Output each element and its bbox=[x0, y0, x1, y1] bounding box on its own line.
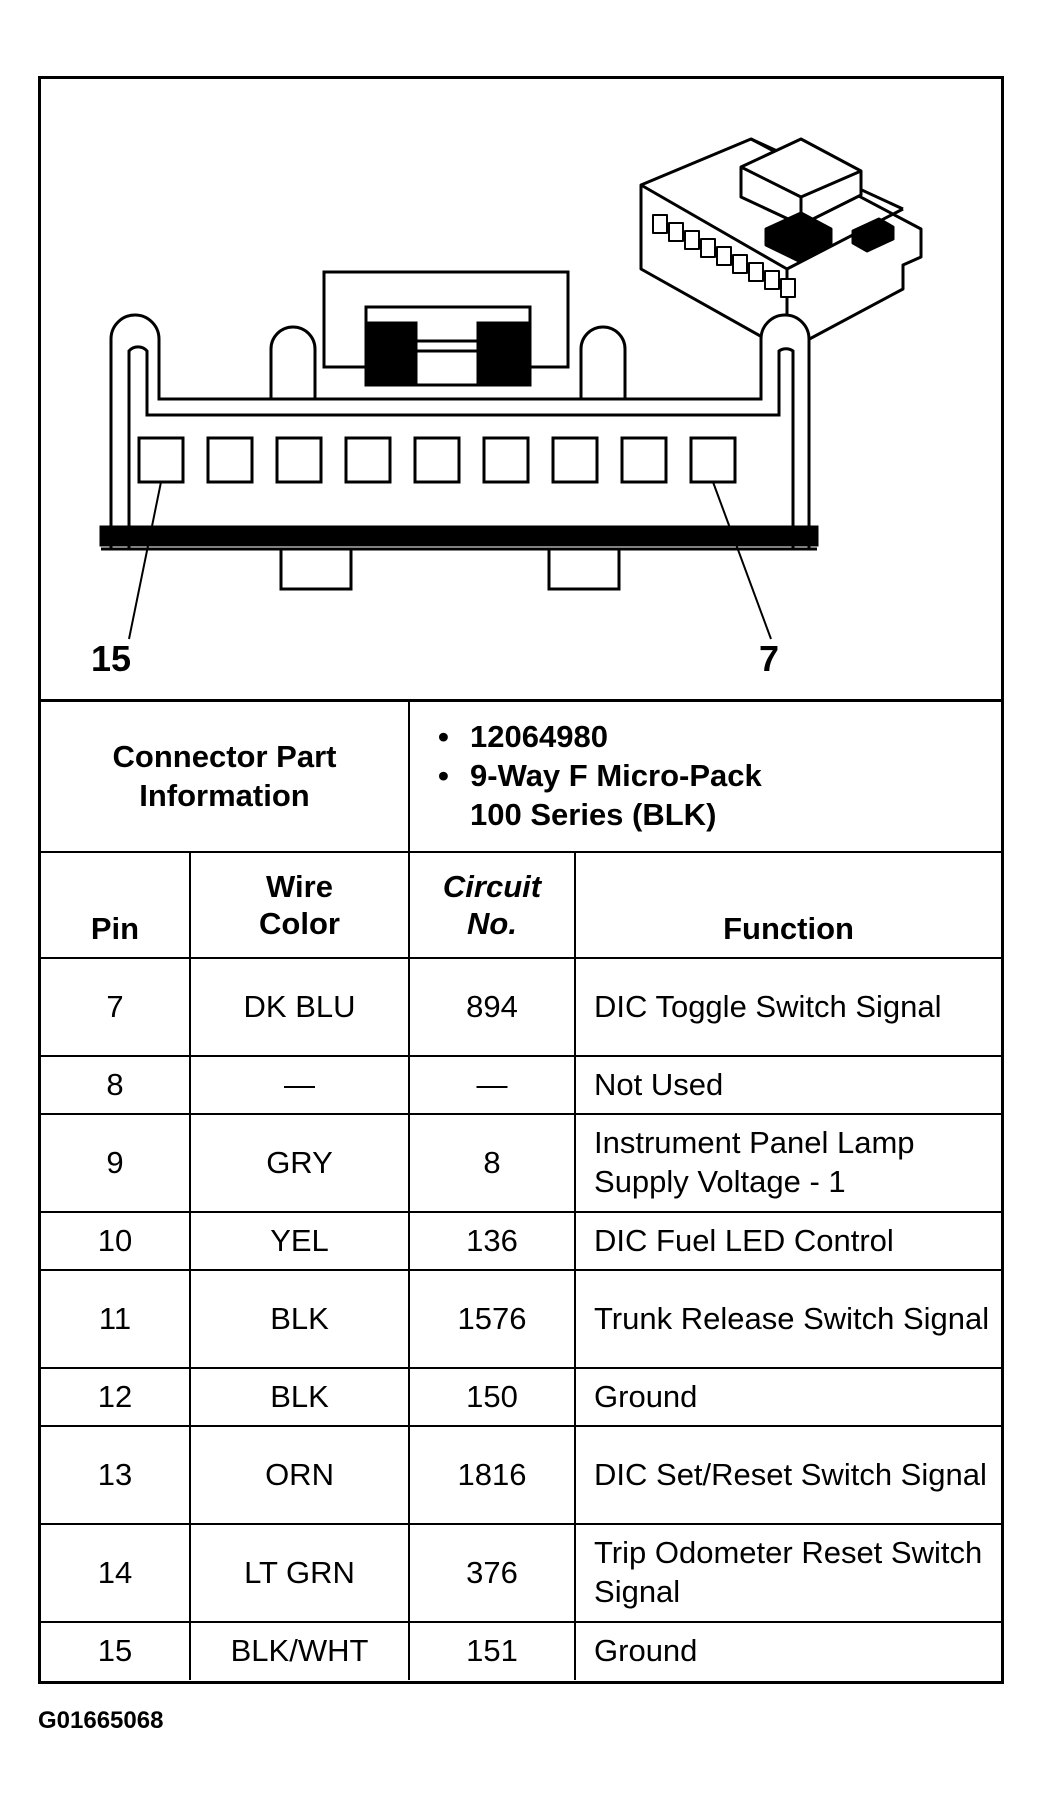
cell-pin: 8 bbox=[41, 1055, 191, 1115]
table-row: 14 LT GRN 376 Trip Odometer Reset Switch… bbox=[41, 1523, 1002, 1623]
table-row: 12 BLK 150 Ground bbox=[41, 1367, 1002, 1427]
cell-function: DIC Set/Reset Switch Signal bbox=[574, 1425, 1002, 1525]
cell-pin: 13 bbox=[41, 1425, 191, 1525]
cell-wire-color: BLK/WHT bbox=[188, 1621, 411, 1680]
cell-circuit: 136 bbox=[408, 1211, 577, 1271]
cell-function: DIC Toggle Switch Signal bbox=[574, 957, 1002, 1057]
connector-drawing bbox=[99, 137, 923, 640]
cell-wire-color: BLK bbox=[188, 1367, 411, 1427]
cell-circuit: 1816 bbox=[408, 1425, 577, 1525]
cell-wire-color: YEL bbox=[188, 1211, 411, 1271]
cell-circuit: 8 bbox=[408, 1113, 577, 1213]
table-row: 15 BLK/WHT 151 Ground bbox=[41, 1621, 1002, 1680]
connector-info-row: Connector Part Information •12064980 •9-… bbox=[41, 699, 1002, 853]
header-function: Function bbox=[574, 851, 1002, 959]
cell-function: Ground bbox=[574, 1367, 1002, 1427]
cell-circuit: 894 bbox=[408, 957, 577, 1057]
cell-function: Ground bbox=[574, 1621, 1002, 1680]
info-item: 100 Series (BLK) bbox=[470, 796, 717, 832]
cell-pin: 15 bbox=[41, 1621, 191, 1680]
table-row: 8 — — Not Used bbox=[41, 1055, 1002, 1115]
cell-circuit: 150 bbox=[408, 1367, 577, 1427]
table-row: 9 GRY 8 Instrument Panel Lamp Supply Vol… bbox=[41, 1113, 1002, 1213]
table-header-row: Pin Wire Color Circuit No. Function bbox=[41, 851, 1002, 959]
cell-wire-color: — bbox=[188, 1055, 411, 1115]
cell-wire-color: LT GRN bbox=[188, 1523, 411, 1623]
cell-function: Instrument Panel Lamp Supply Voltage - 1 bbox=[574, 1113, 1002, 1213]
connector-info-list: •12064980 •9-Way F Micro-Pack 100 Series… bbox=[408, 699, 1002, 853]
cell-pin: 12 bbox=[41, 1367, 191, 1427]
connector-table: Connector Part Information •12064980 •9-… bbox=[41, 699, 1002, 1680]
connector-info-label: Connector Part Information bbox=[41, 699, 411, 853]
pin-cavities bbox=[137, 436, 737, 484]
leader-line-7 bbox=[712, 481, 772, 640]
table-row: 11 BLK 1576 Trunk Release Switch Signal bbox=[41, 1269, 1002, 1369]
header-circuit-no: Circuit No. bbox=[408, 851, 577, 959]
connector-3d-view bbox=[639, 137, 923, 353]
cell-pin: 7 bbox=[41, 957, 191, 1057]
cell-pin: 10 bbox=[41, 1211, 191, 1271]
cell-circuit: 376 bbox=[408, 1523, 577, 1623]
pin-label-15: 15 bbox=[91, 638, 132, 679]
info-item: •12064980 bbox=[438, 719, 608, 755]
cell-pin: 14 bbox=[41, 1523, 191, 1623]
table-row: 13 ORN 1816 DIC Set/Reset Switch Signal bbox=[41, 1425, 1002, 1525]
figure-id: G01665068 bbox=[38, 1707, 164, 1734]
cell-circuit: 1576 bbox=[408, 1269, 577, 1369]
cell-pin: 9 bbox=[41, 1113, 191, 1213]
cell-wire-color: BLK bbox=[188, 1269, 411, 1369]
cell-wire-color: GRY bbox=[188, 1113, 411, 1213]
cell-pin: 11 bbox=[41, 1269, 191, 1369]
table-row: 10 YEL 136 DIC Fuel LED Control bbox=[41, 1211, 1002, 1271]
cell-circuit: 151 bbox=[408, 1621, 577, 1680]
cell-circuit: — bbox=[408, 1055, 577, 1115]
cell-function: Trunk Release Switch Signal bbox=[574, 1269, 1002, 1369]
cell-function: Not Used bbox=[574, 1055, 1002, 1115]
pin-label-7: 7 bbox=[759, 638, 780, 679]
cell-wire-color: DK BLU bbox=[188, 957, 411, 1057]
connector-figure: 15 7 Connector Part Information •1206498… bbox=[38, 76, 1004, 1684]
table-row: 7 DK BLU 894 DIC Toggle Switch Signal bbox=[41, 957, 1002, 1057]
info-item: •9-Way F Micro-Pack bbox=[438, 758, 762, 794]
connector-face-view bbox=[99, 270, 819, 640]
cell-function: DIC Fuel LED Control bbox=[574, 1211, 1002, 1271]
cell-function: Trip Odometer Reset Switch Signal bbox=[574, 1523, 1002, 1623]
header-wire-color: Wire Color bbox=[188, 851, 411, 959]
cell-wire-color: ORN bbox=[188, 1425, 411, 1525]
header-pin: Pin bbox=[41, 851, 191, 959]
leader-line-15 bbox=[128, 481, 162, 640]
